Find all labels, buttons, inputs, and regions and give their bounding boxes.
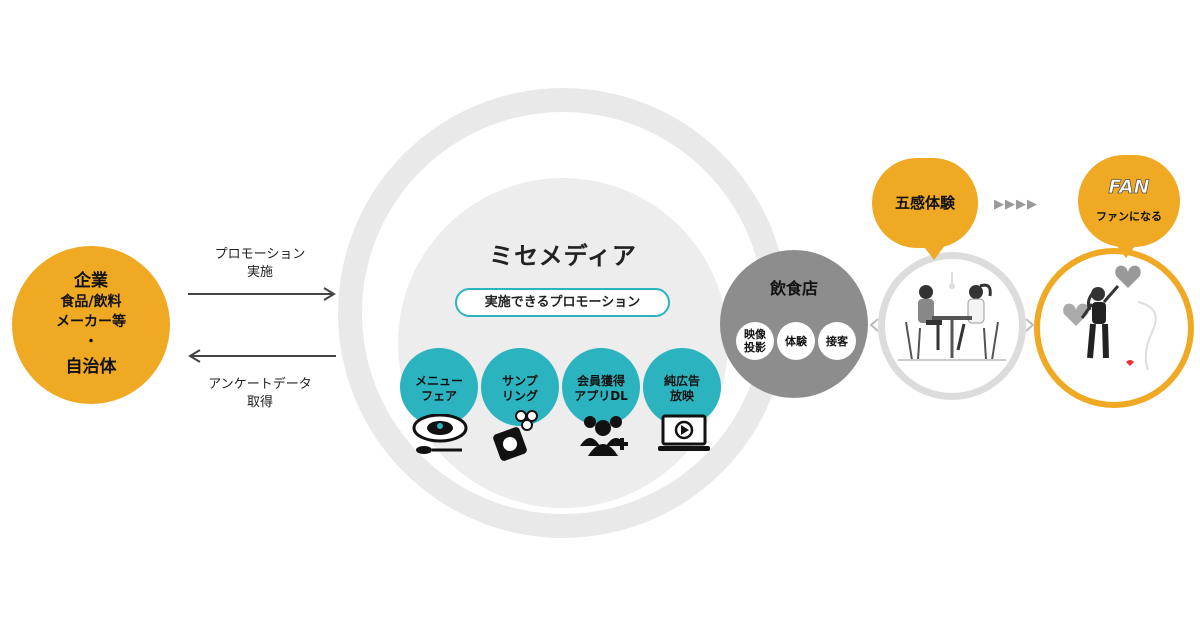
- restaurant-projection: 映像投影: [736, 322, 774, 360]
- left-arrow-icon: [188, 349, 336, 363]
- right-arrow-icon: [188, 287, 336, 301]
- company-label: 企業: [74, 271, 108, 291]
- restaurant-service-label: 接客: [826, 334, 848, 348]
- fan-scene-circle: [1034, 248, 1194, 408]
- media-core-circle: [398, 178, 728, 508]
- company-maker-label: メーカー等: [56, 314, 126, 330]
- promo-ad-line2: 放映: [669, 389, 694, 403]
- fan-subtitle: ファンになる: [1096, 210, 1162, 223]
- promo-sampling-label: サンプ リング: [475, 374, 565, 404]
- promo-membership-label: 会員獲得 アプリDL: [556, 374, 646, 404]
- five-senses-bubble: [872, 158, 978, 248]
- company-type-label: 食品/飲料: [60, 294, 122, 310]
- dining-people-illustration: [898, 272, 1006, 361]
- fan-person-illustration: [1063, 265, 1157, 371]
- restaurant-projection-line1: 映像: [744, 328, 766, 341]
- laptop-video-icon: [658, 414, 710, 451]
- promotion-arrow-label: プロモーション 実施: [196, 246, 324, 282]
- chevron-left-icon: [869, 318, 879, 332]
- restaurant-experience: 体験: [777, 322, 815, 360]
- promo-membership-line2: アプリDL: [574, 389, 628, 403]
- promo-ad-label: 純広告 放映: [637, 374, 727, 404]
- plate-icon: [412, 414, 468, 454]
- fan-bubble-tail: [1114, 242, 1138, 258]
- promo-ad-line1: 純広告: [663, 374, 700, 388]
- fan-bubble: [1078, 155, 1180, 247]
- promotion-pill: 実施できるプロモーション: [455, 288, 670, 317]
- company-circle: 企業 食品/飲料 メーカー等 ・ 自治体: [12, 246, 170, 404]
- survey-arrow-label: アンケートデータ 取得: [190, 376, 330, 412]
- promo-sampling-line2: リング: [501, 389, 538, 403]
- promo-menu-fair-label: メニュー フェア: [394, 374, 484, 404]
- promo-menu-fair-circle: [400, 348, 478, 426]
- five-senses-label: 五感体験: [894, 194, 955, 212]
- five-senses-bubble-tail: [922, 244, 946, 260]
- survey-arrow-label-line2: 取得: [246, 395, 273, 410]
- restaurant-projection-line2: 投影: [744, 341, 766, 354]
- restaurant-service: 接客: [818, 322, 856, 360]
- users-add-icon: [580, 416, 628, 456]
- progress-arrows: ▶▶▶▶: [994, 197, 1038, 212]
- restaurant-title: 飲食店: [769, 279, 818, 298]
- chevron-right-icon: [1025, 318, 1035, 332]
- promo-membership-circle: [562, 348, 640, 426]
- promotion-arrow-label-line2: 実施: [246, 265, 273, 280]
- promo-ad-circle: [643, 348, 721, 426]
- promo-sampling-line1: サンプ: [502, 374, 538, 388]
- promo-menu-fair-line2: フェア: [420, 389, 457, 403]
- sample-pack-icon: [493, 410, 538, 461]
- fan-title: FAN: [1108, 176, 1150, 199]
- promo-menu-fair-line1: メニュー: [414, 374, 463, 388]
- promo-membership-line1: 会員獲得: [576, 374, 625, 388]
- municipality-label: 自治体: [65, 357, 117, 377]
- company-separator: ・: [84, 334, 98, 350]
- promotion-arrow-label-line1: プロモーション: [214, 247, 306, 262]
- survey-arrow-label-line1: アンケートデータ: [208, 377, 312, 392]
- restaurant-experience-label: 体験: [785, 334, 807, 348]
- media-title: ミセメディア: [489, 242, 637, 270]
